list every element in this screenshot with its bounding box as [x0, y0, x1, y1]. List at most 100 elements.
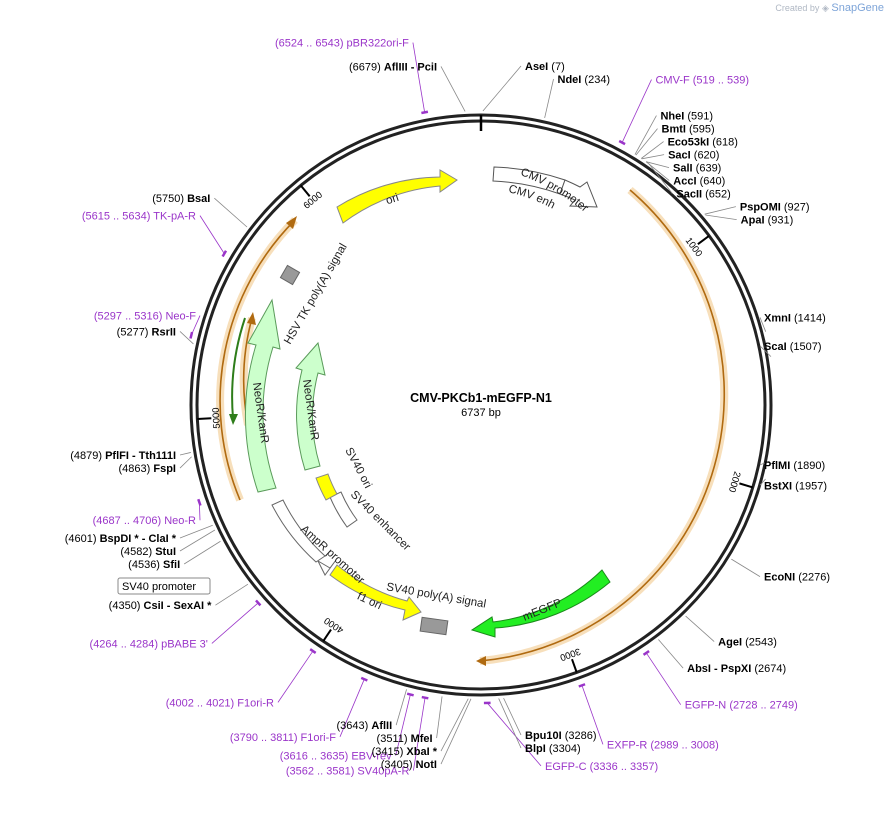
site-name: ScaI [764, 341, 787, 353]
primer-mark [406, 692, 414, 697]
site-leader-line [648, 163, 673, 194]
site-label: ScaI (1507) [764, 341, 822, 353]
feature-f1-ori [329, 564, 422, 621]
label-ori: ori [384, 192, 400, 207]
site-name: SalI [673, 163, 693, 175]
restriction-site[interactable]: ScaI (1507) [759, 341, 822, 357]
primer-label: (6524 .. 6543) pBR322ori-F [275, 38, 409, 50]
primer-label: EGFP-N [685, 700, 730, 712]
restriction-site[interactable]: (5277) RsrII [117, 326, 194, 345]
restriction-site[interactable]: (4350) CsiI - SexAI * [109, 583, 249, 612]
primer-site[interactable]: EGFP-C (3336 .. 3357) [483, 701, 658, 773]
restriction-site[interactable]: NdeI (234) [544, 74, 610, 119]
restriction-site[interactable]: (3405) NotI [381, 698, 472, 771]
primer-site[interactable]: (5297 .. 5316) Neo-F [94, 311, 201, 339]
restriction-site[interactable]: (3643) AflII [337, 689, 407, 732]
primer-label: (4687 .. 4706) Neo-R [93, 515, 196, 527]
site-label: (4582) StuI [120, 546, 176, 558]
restriction-site[interactable]: AseI (7) [482, 61, 565, 112]
restriction-site[interactable]: SacII (652) [648, 163, 731, 201]
primer-site[interactable]: (4002 .. 4021) F1ori-R [166, 648, 317, 709]
restriction-site[interactable]: BstXI (1957) [759, 478, 827, 492]
restriction-site[interactable]: (6679) AflIII - PciI [349, 61, 466, 112]
restriction-site[interactable]: AbsI - PspXI (2674) [658, 639, 786, 675]
primer-label: pBR322ori-F [347, 38, 410, 50]
plasmid-length: 6737 bp [461, 407, 501, 419]
restriction-site[interactable]: PflMI (1890) [759, 460, 825, 472]
primer-site[interactable]: EXFP-R (2989 .. 3008) [578, 683, 719, 751]
restriction-site[interactable]: Eco53kI (618) [640, 137, 738, 159]
restriction-site[interactable]: (3415) XbaI * [372, 698, 469, 758]
restriction-site[interactable]: NheI (591) [634, 111, 713, 155]
restriction-site[interactable]: AgeI (2543) [685, 615, 777, 649]
tick-mark [300, 184, 311, 197]
restriction-site[interactable]: XmnI (1414) [759, 312, 826, 332]
primer-site[interactable]: (5615 .. 5634) TK-pA-R [82, 211, 228, 258]
restriction-site[interactable]: PspOMI (927) [704, 202, 810, 215]
site-coord: (6679) [349, 61, 384, 73]
primer-layer: CMV-F (519 .. 539)EGFP-N (2728 .. 2749)E… [82, 38, 798, 778]
primer-leader-line [581, 685, 604, 745]
site-coord: (3643) [337, 720, 372, 732]
restriction-site[interactable]: SalI (639) [645, 161, 721, 175]
primer-site[interactable]: (3562 .. 3581) SV40pA-R [286, 695, 429, 778]
orf-layer [216, 186, 729, 666]
restriction-site[interactable]: ApaI (931) [705, 215, 793, 227]
primer-leader-line [190, 315, 201, 336]
primer-site[interactable]: (3790 .. 3811) F1ori-F [230, 676, 368, 744]
primer-mark [309, 648, 317, 654]
primer-mark [421, 695, 429, 700]
site-name: Bpu10I [525, 730, 562, 742]
site-label: PflMI (1890) [764, 460, 825, 472]
primer-leader-line [198, 502, 201, 521]
tick-mark [197, 417, 212, 420]
restriction-site[interactable]: (3511) MfeI [377, 696, 443, 745]
primer-site[interactable]: (4687 .. 4706) Neo-R [93, 498, 202, 527]
primer-label: (4002 .. 4021) F1ori-R [166, 697, 274, 709]
site-name: NdeI [558, 74, 582, 86]
site-name: AgeI [718, 637, 742, 649]
site-extra: - Tth111I [129, 450, 176, 462]
restriction-site[interactable]: (4879) PflFI - Tth111I [70, 450, 191, 462]
site-leader-line [704, 206, 736, 215]
restriction-site[interactable]: BlpI (3304) [498, 698, 581, 755]
restriction-site[interactable]: SacI (620) [641, 150, 720, 162]
site-name: RsrII [152, 326, 176, 338]
site-coord: (3415) [372, 746, 407, 758]
restriction-site[interactable]: (5750) BsaI [152, 193, 248, 228]
site-name: XmnI [764, 312, 791, 324]
site-label: EcoNI (2276) [764, 572, 830, 584]
primer-site[interactable]: (6524 .. 6543) pBR322ori-F [275, 38, 429, 115]
restriction-site[interactable]: EcoNI (2276) [731, 558, 830, 584]
primer-site[interactable]: EGFP-N (2728 .. 2749) [642, 650, 798, 712]
primer-label: Neo-F [165, 311, 196, 323]
site-leader-line [641, 154, 665, 160]
site-label: (4601) BspDI * - ClaI * [65, 533, 177, 545]
site-extra: - SexAI * [164, 600, 212, 612]
tick-label: 3000 [558, 645, 582, 662]
primer-site[interactable]: (3616 .. 3635) EBV-rev [280, 692, 414, 763]
primer-site[interactable]: (4264 .. 4284) pBABE 3' [90, 599, 262, 650]
restriction-site[interactable]: (4582) StuI [120, 529, 216, 558]
site-layer: AseI (7)NdeI (234)NheI (591)BmtI (595)Ec… [65, 61, 830, 771]
site-name: StuI [155, 546, 176, 558]
site-coord: (591) [684, 111, 713, 123]
site-coord: (2543) [742, 637, 777, 649]
site-name: BmtI [662, 124, 686, 136]
site-leader-line [759, 317, 767, 332]
site-coord: (4582) [120, 546, 155, 558]
restriction-site[interactable]: (4536) SfiI [128, 540, 221, 571]
primer-label: (5615 .. 5634) TK-pA-R [82, 211, 196, 223]
primer-site[interactable]: CMV-F (519 .. 539) [618, 75, 749, 146]
primer-mark [221, 250, 228, 258]
feature-sv40-enhancer [329, 491, 358, 528]
restriction-site[interactable]: Bpu10I (3286) [503, 697, 597, 742]
restriction-site[interactable]: (4863) FspI [119, 456, 192, 475]
site-label: (4536) SfiI [128, 559, 180, 571]
primer-mark [618, 139, 626, 146]
restriction-site[interactable]: BmtI (595) [635, 124, 715, 156]
primer-range: (2989 .. 3008) [650, 739, 719, 751]
site-leader-line [544, 78, 554, 119]
tick-label: 4000 [322, 614, 346, 635]
restriction-site[interactable]: (4601) BspDI * - ClaI * [65, 524, 213, 545]
